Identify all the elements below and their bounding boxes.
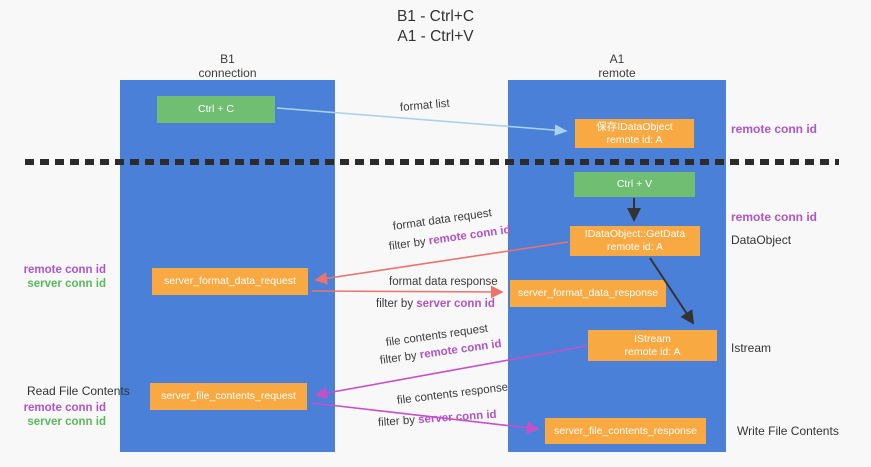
- node-server-file-contents-request-label: server_file_contents_request: [161, 390, 296, 402]
- remote-conn-id-text: remote conn id: [428, 223, 512, 248]
- left-remote-conn-id: remote conn id: [23, 402, 106, 414]
- node-idataobject-getdata: IDataObject::GetData remote id: A: [570, 226, 700, 256]
- left-column-role: connection: [198, 66, 257, 80]
- title-line-1: B1 - Ctrl+C: [396, 8, 475, 25]
- left-remote-conn-id: remote conn id: [23, 264, 106, 276]
- label-filter-by-server-conn-id-format: filter by server conn id: [376, 298, 495, 310]
- node-server-format-data-response-label: server_format_data_response: [517, 287, 659, 299]
- side-label-write-file-contents: Write File Contents: [737, 424, 839, 438]
- left-server-conn-id: server conn id: [27, 278, 106, 290]
- node-ctrl-c-label: Ctrl + C: [198, 103, 234, 115]
- node-server-format-data-response: server_format_data_response: [510, 280, 666, 307]
- node-idataobject-getdata-line1: IDataObject::GetData: [584, 228, 686, 240]
- filter-by-text: filter by: [377, 414, 419, 429]
- side-label-dataobject: DataObject: [731, 233, 792, 247]
- arrow-format-data-response: [311, 285, 504, 299]
- node-server-file-contents-response: server_file_contents_response: [545, 418, 706, 444]
- diagram-title: B1 - Ctrl+C A1 - Ctrl+V: [0, 7, 871, 47]
- server-conn-id-text: server conn id: [416, 298, 495, 310]
- left-server-conn-id: server conn id: [27, 416, 106, 428]
- filter-by-text: filter by: [376, 298, 417, 310]
- node-server-file-contents-response-label: server_file_contents_response: [553, 424, 697, 437]
- node-save-idataobject-line1: 保存IDataObject: [596, 120, 673, 133]
- label-file-contents-response: file contents response: [396, 381, 509, 407]
- right-column-header: A1 remote: [508, 52, 726, 80]
- node-istream: IStream remote id: A: [588, 330, 717, 361]
- node-save-idataobject: 保存IDataObject remote id: A: [575, 119, 694, 148]
- side-label-group-file: remote conn id server conn id: [10, 401, 106, 429]
- side-label-remote-conn-id-top: remote conn id: [731, 122, 818, 136]
- left-column-header: B1 connection: [120, 52, 335, 80]
- side-label-istream: Istream: [731, 341, 772, 355]
- left-column-name: B1: [220, 52, 235, 66]
- filter-by-text: filter by: [379, 349, 421, 367]
- label-format-list: format list: [399, 97, 451, 114]
- node-server-format-data-request-label: server_format_data_request: [164, 275, 296, 287]
- node-istream-line2: remote id: A: [624, 345, 681, 358]
- node-server-file-contents-request: server_file_contents_request: [150, 383, 307, 410]
- filter-by-text: filter by: [388, 235, 430, 253]
- node-ctrl-v: Ctrl + V: [574, 172, 695, 197]
- node-ctrl-v-label: Ctrl + V: [616, 178, 653, 190]
- side-label-group-format: remote conn id server conn id: [10, 263, 106, 291]
- node-istream-line1: IStream: [634, 332, 671, 345]
- right-column-role: remote: [598, 66, 636, 80]
- node-idataobject-getdata-line2: remote id: A: [606, 241, 664, 253]
- phase-separator-dashed-line: [25, 159, 839, 165]
- node-server-format-data-request: server_format_data_request: [152, 268, 308, 295]
- node-ctrl-c: Ctrl + C: [157, 96, 275, 123]
- node-save-idataobject-line2: remote id: A: [606, 133, 663, 146]
- label-format-data-response: format data response: [389, 276, 498, 288]
- title-line-2: A1 - Ctrl+V: [397, 28, 474, 45]
- right-column-name: A1: [609, 52, 625, 66]
- side-label-remote-conn-id-mid: remote conn id: [731, 210, 818, 224]
- side-label-read-file-contents: Read File Contents: [27, 384, 130, 398]
- label-filter-by-server-conn-id-file: filter by server conn id: [378, 409, 497, 429]
- server-conn-id-text: server conn id: [417, 408, 498, 427]
